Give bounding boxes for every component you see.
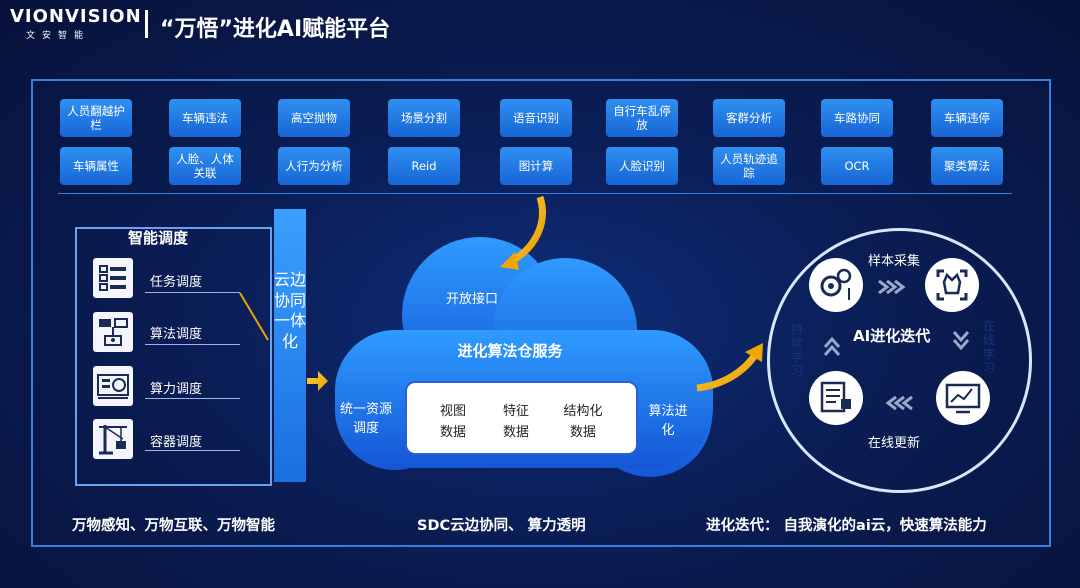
curved-arrow-down-icon [508,195,546,266]
algorithm-tag: 人员翻越护栏 [60,99,132,137]
brand-logo: VIONVISION [10,6,142,27]
label-underline [145,292,240,293]
algorithm-tag: 车辆违停 [931,99,1003,137]
chevron-down-icon [952,331,970,351]
section-divider [58,193,1012,194]
algorithm-tag: OCR [821,147,893,185]
cycle-title: AI进化迭代 [853,327,931,345]
algorithm-tag: Reid [388,147,460,185]
algorithm-tag: 聚类算法 [931,147,1003,185]
algorithm-label: 人员翻越护栏 [67,104,125,132]
compute-schedule-label: 算力调度 [150,382,203,397]
algorithm-label: 聚类算法 [944,159,990,173]
main-frame [31,79,1051,547]
algorithm-tag: 高空抛物 [278,99,350,137]
view-data-label: 视图数据 [439,404,466,440]
label-underline [145,450,240,451]
algorithm-label: 图计算 [518,159,554,173]
edge-cloud-bar [274,209,306,482]
edge-cloud-label: 云边协同一体化 [274,270,307,351]
algorithm-tag: 人行为分析 [278,147,350,185]
chevron-right-icon [878,279,906,295]
algorithm-label: 车辆违法 [182,111,228,125]
algorithm-tag: 车辆违法 [169,99,241,137]
arrow-right-icon [307,371,328,391]
algorithm-label: 车辆属性 [73,159,119,173]
algorithm-tag: 人员轨迹追踪 [713,147,785,185]
feature-data-label: 特征数据 [502,404,529,440]
continuous-learning-label: 持续学习 [790,322,803,378]
resource-schedule-label: 统一资源调度 [339,402,392,436]
algorithm-label: 语音识别 [513,111,559,125]
algorithm-tag: 车路协同 [821,99,893,137]
algorithm-label: 人脸、人体关联 [176,152,234,180]
algorithm-label: Reid [411,159,437,173]
algorithm-label: 客群分析 [726,111,772,125]
algorithm-tag: 自行车乱停放 [606,99,678,137]
header-divider [145,10,148,38]
algorithm-tag: 语音识别 [500,99,572,137]
scheduling-title: 智能调度 [128,229,189,247]
algorithm-label: 车辆违停 [944,111,990,125]
caption-evolution: 进化迭代： 自我演化的ai云，快速算法能力 [706,518,987,534]
algorithm-label: 人脸识别 [619,159,665,173]
label-underline [145,398,240,399]
algorithm-label: 车路协同 [834,111,880,125]
page-title: “万悟”进化AI赋能平台 [160,17,391,42]
task-schedule-label: 任务调度 [150,275,203,290]
gears-icon [809,258,863,312]
face-scan-icon [925,258,979,312]
connector-line [239,292,269,341]
algorithm-tag: 车辆属性 [60,147,132,185]
label-underline [145,344,240,345]
algorithm-tag: 人脸、人体关联 [169,147,241,185]
brand-logo-subtitle: 文安智能 [26,31,91,41]
curved-arrow-up-icon [696,352,758,392]
sample-collection-label: 样本采集 [868,254,921,269]
task-schedule-icon [93,258,133,298]
algorithm-label: 自行车乱停放 [613,104,671,132]
algorithm-tag: 场景分割 [388,99,460,137]
open-api-label: 开放接口 [445,292,498,307]
container-schedule-icon [93,419,133,459]
online-learning-label: 在线学习 [982,319,995,375]
data-store-box [405,381,638,455]
arrow-head-icon [500,252,519,270]
caption-perception: 万物感知、万物互联、万物智能 [72,518,275,534]
checklist-icon [809,371,863,425]
algorithm-schedule-icon [93,312,133,352]
algorithm-tag: 人脸识别 [606,147,678,185]
compute-schedule-icon [93,366,133,406]
algorithm-label: 高空抛物 [291,111,337,125]
monitor-chart-icon [936,371,990,425]
arrow-head-icon [745,343,763,362]
chevron-left-icon [885,395,913,411]
algorithm-tag: 客群分析 [713,99,785,137]
scheduling-panel [75,227,272,486]
container-schedule-label: 容器调度 [150,435,203,450]
caption-sdc: SDC云边协同、 算力透明 [417,518,586,534]
structured-data-label: 结构化数据 [563,404,603,440]
algorithm-evolution-label: 算法进化 [648,404,688,438]
cloud-title: 进化算法仓服务 [457,342,563,360]
evolution-cycle-circle [767,228,1032,493]
algorithm-label: 场景分割 [401,111,447,125]
algorithm-label: 人员轨迹追踪 [720,152,778,180]
algorithm-label: 人行为分析 [285,159,343,173]
chevron-up-icon [823,336,841,356]
online-update-label: 在线更新 [868,436,921,451]
header: VIONVISION 文安智能 “万悟”进化AI赋能平台 [0,0,1080,46]
algorithm-schedule-label: 算法调度 [150,327,203,342]
algorithm-label: OCR [844,159,870,173]
algorithm-tag: 图计算 [500,147,572,185]
